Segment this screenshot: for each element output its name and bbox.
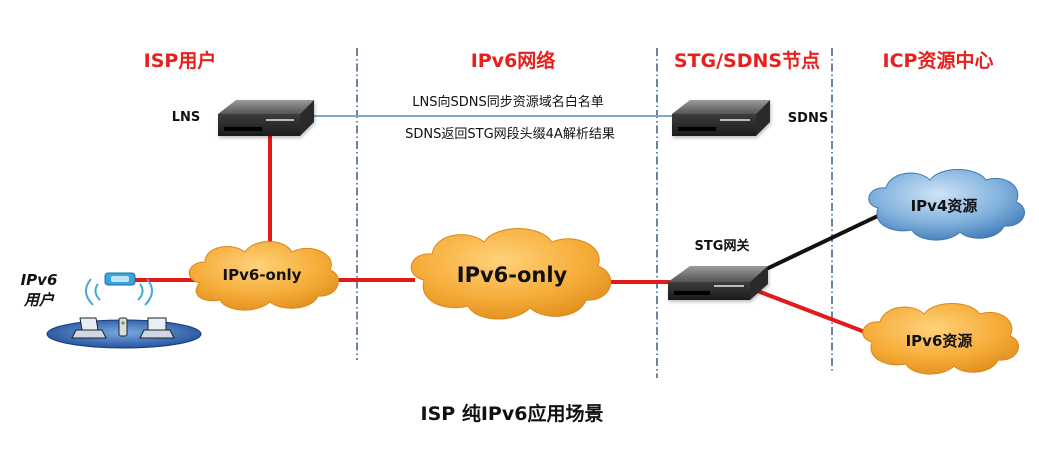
core-ipv6-only-cloud bbox=[410, 228, 612, 320]
ipv6-user-label-line2: 用户 bbox=[23, 291, 55, 309]
zone-title-isp-users: ISP用户 bbox=[144, 49, 217, 72]
ipv4-resource-cloud bbox=[868, 169, 1025, 241]
laptop-icon bbox=[71, 317, 107, 339]
lns-label: LNS bbox=[172, 110, 201, 125]
core-ipv6-only-cloud-label: IPv6-only bbox=[457, 263, 568, 287]
stg-label: STG网关 bbox=[695, 238, 750, 254]
phone-icon bbox=[118, 317, 128, 337]
stg-gateway-icon bbox=[668, 266, 768, 300]
lns-server-icon bbox=[218, 100, 314, 136]
link-label-sync-whitelist: LNS向SDNS同步资源域名白名单 bbox=[412, 94, 603, 110]
wifi-signal-icon bbox=[85, 278, 153, 306]
ipv6-resource-cloud-label: IPv6资源 bbox=[906, 332, 973, 350]
zone-title-icp-center: ICP资源中心 bbox=[883, 49, 994, 72]
link-label-return-4a: SDNS返回STG网段头缀4A解析结果 bbox=[405, 127, 615, 142]
diagram-caption: ISP 纯IPv6应用场景 bbox=[421, 402, 604, 425]
sdns-server-icon bbox=[672, 100, 770, 136]
ipv6-user-label-line1: IPv6 bbox=[21, 271, 58, 289]
sdns-label: SDNS bbox=[788, 111, 828, 126]
zone-title-ipv6-network: IPv6网络 bbox=[471, 49, 556, 72]
isp-ipv6-only-cloud bbox=[188, 241, 339, 311]
ipv6-resource-cloud bbox=[862, 303, 1019, 375]
laptop-icon bbox=[139, 317, 175, 339]
link-stg-ipv6 bbox=[754, 288, 879, 339]
isp-ipv6-only-cloud-label: IPv6-only bbox=[223, 266, 302, 284]
wireless-users-icon bbox=[46, 272, 202, 349]
access-point-icon bbox=[104, 272, 136, 286]
zone-title-stg-sdns: STG/SDNS节点 bbox=[674, 50, 820, 72]
ipv4-resource-cloud-label: IPv4资源 bbox=[911, 197, 978, 215]
link-stg-ipv4 bbox=[759, 211, 885, 274]
